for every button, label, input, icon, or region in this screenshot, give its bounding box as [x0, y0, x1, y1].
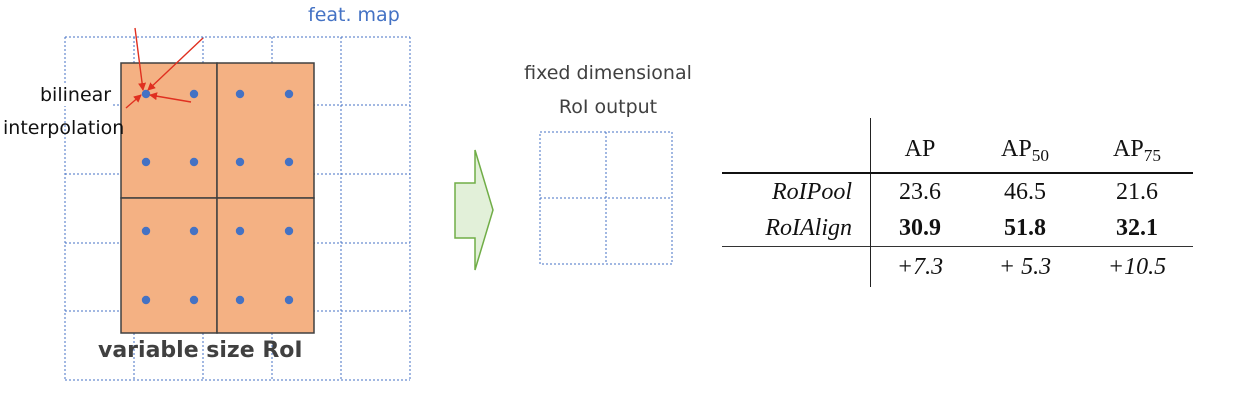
- sampling-point: [235, 295, 245, 305]
- table-header-ap50: AP50: [1001, 136, 1049, 165]
- table-cell: +10.5: [1107, 253, 1167, 280]
- interpolation-arrow: [149, 92, 192, 103]
- roi-label: variable size RoI: [98, 338, 303, 363]
- table-cell: 46.5: [1004, 178, 1046, 205]
- row-label: RoIPool: [722, 173, 871, 210]
- table-cell: 30.9: [899, 214, 941, 241]
- interpolation-arrow: [147, 37, 204, 91]
- table-cell: 51.8: [1004, 214, 1046, 241]
- table-cell: +7.3: [896, 253, 944, 280]
- sampling-point: [141, 157, 151, 167]
- table-row: RoIAlign 30.9 51.8 32.1: [722, 210, 1193, 247]
- sampling-point: [189, 89, 199, 99]
- sampling-point: [235, 89, 245, 99]
- interpolation-arrow: [134, 27, 147, 91]
- table-header-empty: [722, 118, 871, 173]
- fixed-output-title-line1: fixed dimensional: [524, 62, 692, 84]
- sampling-point: [284, 157, 294, 167]
- sampling-point: [189, 226, 199, 236]
- table-cell: 32.1: [1116, 214, 1158, 241]
- sampling-point: [141, 89, 151, 99]
- results-table: AP AP50 AP75 RoIPool 23.6 46.5 21.6 RoIA…: [722, 118, 1193, 287]
- row-label: RoIAlign: [722, 210, 871, 247]
- sampling-point: [284, 226, 294, 236]
- interpolation-arrows: [125, 27, 204, 109]
- table-cell: + 5.3: [998, 253, 1052, 280]
- table-cell: 21.6: [1116, 178, 1158, 205]
- sampling-point: [141, 226, 151, 236]
- roi-bin: [120, 197, 218, 334]
- sampling-point: [284, 89, 294, 99]
- sampling-point: [189, 295, 199, 305]
- table-header-ap: AP: [904, 136, 936, 163]
- row-label: [722, 246, 871, 287]
- table-row: +7.3 + 5.3 +10.5: [722, 246, 1193, 287]
- roi-bin: [216, 62, 315, 199]
- table-row: RoIPool 23.6 46.5 21.6: [722, 173, 1193, 210]
- fixed-output-title-line2: RoI output: [558, 96, 658, 118]
- bilinear-label: bilinear: [39, 84, 113, 106]
- fixed-output-grid: [539, 131, 673, 265]
- sampling-point: [235, 157, 245, 167]
- sampling-point: [189, 157, 199, 167]
- roi-bin: [216, 197, 315, 334]
- table-header-ap75: AP75: [1113, 136, 1161, 165]
- sampling-point: [141, 295, 151, 305]
- sampling-points: [141, 89, 294, 305]
- sampling-point: [235, 226, 245, 236]
- interpolation-arrow: [125, 94, 142, 109]
- transform-arrow-icon: [454, 149, 494, 271]
- roi-region: [120, 62, 315, 334]
- interpolation-label: interpolation: [3, 117, 125, 139]
- table-header-row: AP AP50 AP75: [722, 118, 1193, 173]
- roi-bin: [120, 62, 218, 199]
- table-cell: 23.6: [899, 178, 941, 205]
- sampling-point: [284, 295, 294, 305]
- feat-map-label: feat. map: [308, 4, 400, 26]
